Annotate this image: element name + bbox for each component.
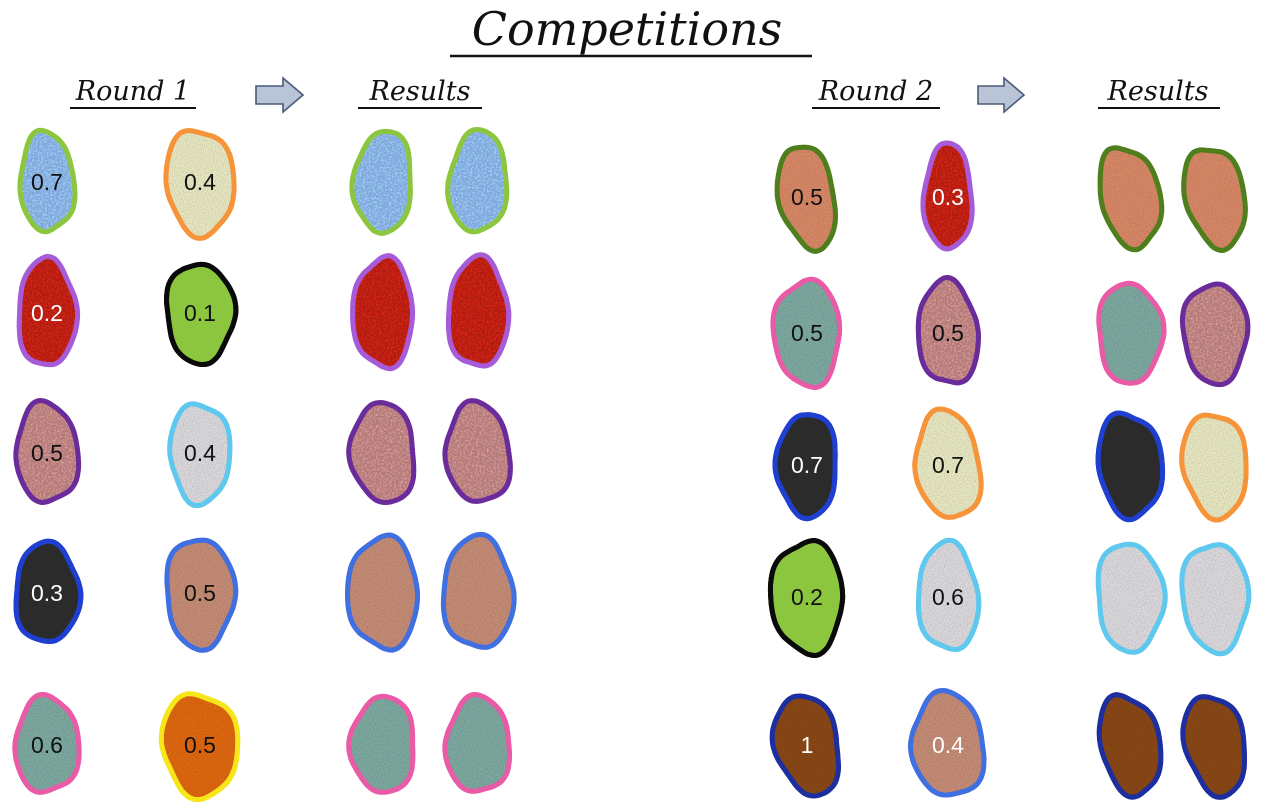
round1-pair-3-left-blob-value: 0.5 — [31, 440, 63, 466]
round2-pair-3-left-blob: 0.7 — [775, 415, 835, 519]
round2-pair-2-left-blob: 0.5 — [773, 279, 840, 387]
round1-pair-4-result-2-blob — [443, 534, 514, 647]
round1-pair-3-result-1-blob — [349, 403, 414, 503]
round2-pair-5-result-2-blob — [1183, 697, 1245, 798]
round1-pair-2-result-1-blob — [353, 256, 413, 369]
round2-pair-5-right-blob-value: 0.4 — [932, 732, 964, 758]
round2-pair-3-left-blob-value: 0.7 — [791, 452, 823, 478]
round1-pair-1-result-1-blob — [352, 131, 411, 233]
round2-pair-2-left-blob-value: 0.5 — [791, 320, 823, 346]
round2-pair-4-result-1-blob — [1098, 544, 1165, 652]
round2-pair-5-result-1-blob — [1099, 695, 1161, 798]
round1-pair-4-left-blob: 0.3 — [16, 541, 81, 641]
round1-pair-5-result-1-blob-shape — [349, 696, 413, 792]
page-title: Competitions — [472, 2, 783, 56]
round2-pair-3-right-blob: 0.7 — [915, 409, 981, 517]
round1-pair-2-right-blob: 0.1 — [167, 264, 236, 364]
round1-pair-3-right-blob-value: 0.4 — [184, 440, 216, 466]
round2-pair-1-result-1-blob — [1100, 148, 1162, 250]
round2-pair-4-left-blob: 0.2 — [770, 541, 842, 656]
round2-pair-4-result-2-blob — [1182, 545, 1249, 654]
round2-pair-4-right-blob-value: 0.6 — [932, 584, 964, 610]
round1-pair-3-result-2-blob — [445, 401, 511, 502]
round1-pair-4-result-1-blob — [348, 535, 418, 650]
round1-pair-1-left-blob-value: 0.7 — [31, 169, 63, 195]
round2-pair-2-result-1-blob — [1099, 283, 1164, 383]
round1-pair-1-result-2-blob — [448, 129, 507, 231]
blob-layer: 0.7 0.4 0.2 0.1 0.5 0.4 0.3 0.5 0.6 0.5 0.5 0.3 0.5 0… — [15, 129, 1249, 799]
round1-arrow-icon — [256, 78, 303, 112]
round1-pair-1-left-blob: 0.7 — [20, 130, 75, 232]
round1-pair-2-right-blob-value: 0.1 — [184, 300, 216, 326]
round2-pair-5-left-blob-value: 1 — [801, 732, 814, 758]
round2-pair-1-right-blob-value: 0.3 — [932, 184, 964, 210]
round1-pair-1-right-blob: 0.4 — [166, 130, 234, 238]
round2-heading: Round 2 — [818, 76, 933, 107]
round2-pair-5-left-blob: 1 — [772, 696, 838, 796]
round1-pair-5-result-1-blob — [349, 696, 413, 792]
round2-pair-3-result-2-blob — [1182, 415, 1246, 520]
round1-pair-2-result-2-blob — [448, 255, 508, 366]
round2-pair-2-result-2-blob — [1182, 284, 1248, 385]
round2-pair-2-right-blob: 0.5 — [918, 278, 978, 383]
round2-results-heading: Results — [1107, 76, 1209, 107]
round2-arrow-icon — [978, 78, 1024, 112]
round2-pair-4-right-blob: 0.6 — [918, 540, 978, 649]
round2-pair-2-right-blob-value: 0.5 — [932, 320, 964, 346]
round1-pair-5-right-blob: 0.5 — [161, 694, 238, 800]
round2-pair-1-right-blob: 0.3 — [923, 143, 972, 249]
round1-results-heading: Results — [369, 76, 471, 107]
round1-pair-4-left-blob-value: 0.3 — [31, 580, 63, 606]
round2-pair-3-right-blob-value: 0.7 — [932, 452, 964, 478]
round1-pair-2-left-blob-value: 0.2 — [31, 300, 63, 326]
round1-pair-5-left-blob-value: 0.6 — [31, 732, 63, 758]
round2-pair-3-result-1-blob — [1098, 413, 1162, 520]
round2-pair-5-right-blob: 0.4 — [910, 690, 984, 795]
round2-pair-4-left-blob-value: 0.2 — [791, 584, 823, 610]
round2-pair-1-left-blob-value: 0.5 — [791, 184, 823, 210]
round1-pair-3-left-blob: 0.5 — [16, 401, 79, 503]
round1-pair-4-right-blob: 0.5 — [167, 540, 236, 650]
round2-pair-1-left-blob: 0.5 — [777, 147, 835, 251]
round1-pair-3-right-blob: 0.4 — [170, 404, 230, 506]
round1-pair-4-right-blob-value: 0.5 — [184, 580, 216, 606]
round1-heading: Round 1 — [75, 76, 190, 107]
round2-pair-1-result-2-blob — [1184, 150, 1246, 251]
round1-pair-5-left-blob: 0.6 — [15, 694, 79, 792]
round1-pair-5-right-blob-value: 0.5 — [184, 732, 216, 758]
round1-pair-5-result-2-blob — [445, 695, 510, 792]
round1-pair-1-right-blob-value: 0.4 — [184, 169, 216, 195]
round1-pair-2-left-blob: 0.2 — [19, 256, 77, 364]
